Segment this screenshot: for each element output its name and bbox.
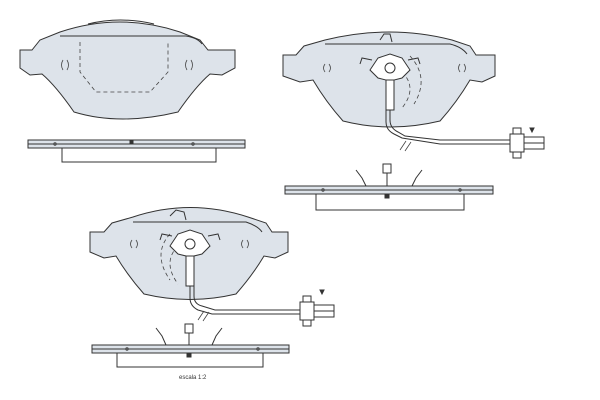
pad-b-front-view (282, 31, 496, 128)
pad-b-side-view (284, 163, 494, 211)
pad-b-wear-sensor (385, 110, 545, 159)
pad-c-front-view (89, 207, 289, 300)
pad-c-side-view (91, 323, 290, 368)
scale-label: escala 1:2 (179, 375, 207, 381)
pad-a-side-view (27, 139, 246, 163)
pad-a-front-view (19, 19, 236, 120)
pad-c-wear-sensor (189, 286, 335, 327)
